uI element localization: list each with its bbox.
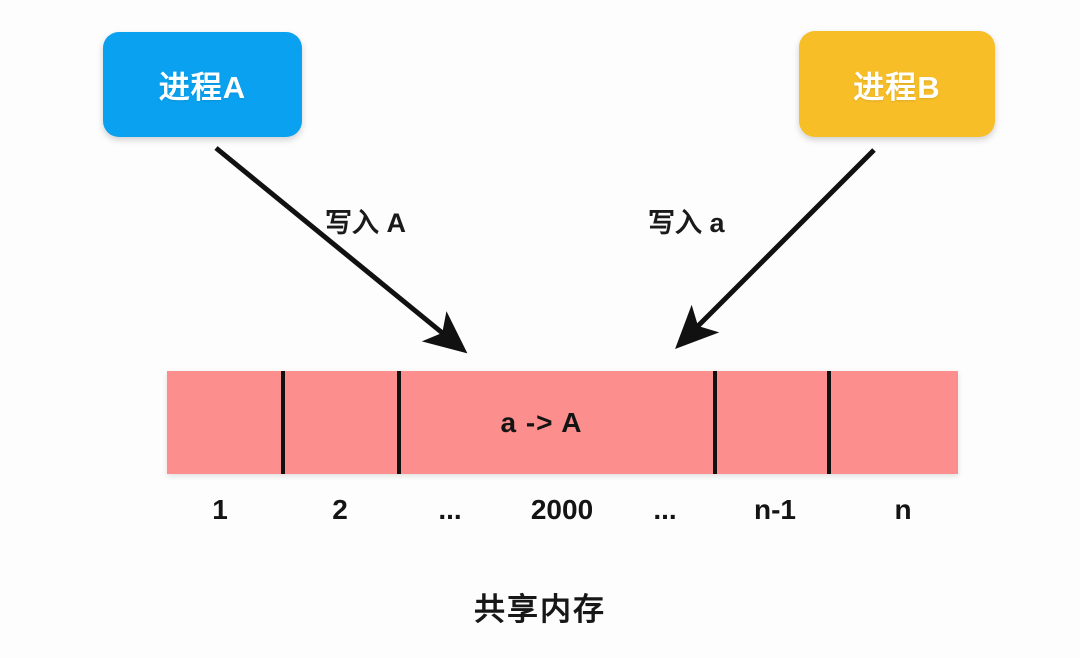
shared-memory-bar: a -> A bbox=[167, 371, 958, 474]
cell-label-n: n bbox=[894, 494, 912, 525]
memory-cell-value-text: a -> A bbox=[500, 406, 583, 438]
arrow-write-a-lower-icon bbox=[675, 148, 876, 349]
process-a-box[interactable]: 进程A bbox=[103, 32, 302, 137]
process-b-box[interactable]: 进程B bbox=[799, 31, 995, 137]
arrow-label-write-a-lower: 写入 a bbox=[648, 208, 725, 238]
memory-divider bbox=[827, 371, 831, 474]
cell-label-2000: 2000 bbox=[530, 494, 594, 525]
process-b-label: 进程B bbox=[853, 69, 941, 105]
memory-cell-value: a -> A bbox=[167, 371, 958, 474]
cell-label-2: 2 bbox=[332, 494, 348, 525]
process-a-label: 进程A bbox=[158, 70, 247, 105]
cell-label-gap-left: ... bbox=[438, 494, 462, 525]
cell-label-n-minus-1: n-1 bbox=[754, 494, 796, 525]
memory-divider bbox=[713, 371, 717, 474]
memory-divider bbox=[397, 371, 401, 474]
diagram-caption: 共享内存 bbox=[474, 592, 606, 627]
arrow-label-write-a-upper: 写入 A bbox=[325, 208, 406, 238]
arrow-write-a-upper-icon bbox=[214, 146, 468, 354]
cell-label-1: 1 bbox=[212, 494, 228, 525]
memory-divider bbox=[281, 371, 285, 474]
cell-label-gap-right: ... bbox=[653, 494, 677, 525]
